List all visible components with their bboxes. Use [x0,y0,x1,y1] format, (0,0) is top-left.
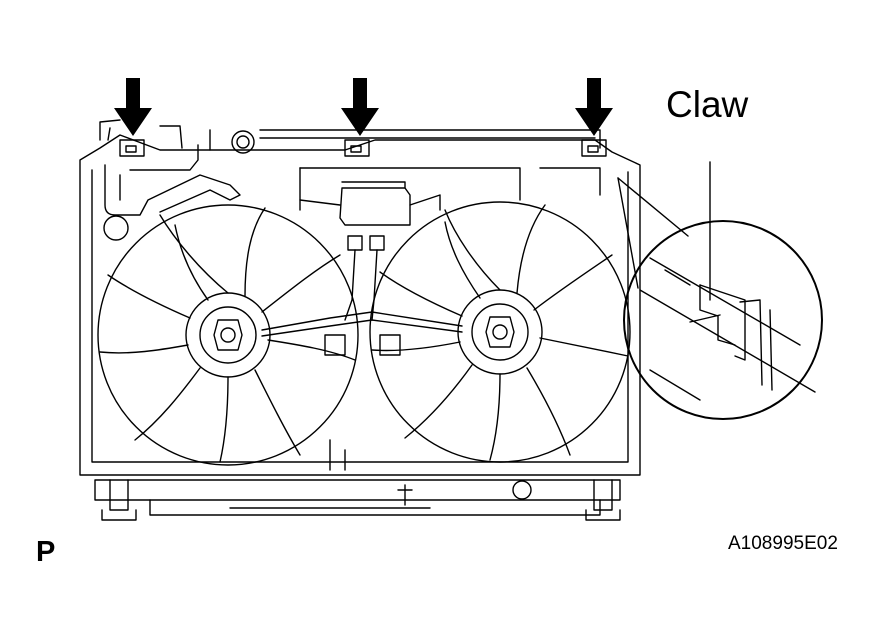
right-fan [369,201,631,463]
claw-label: Claw [666,84,749,125]
figure-id: A108995E02 [728,533,838,554]
arrow-down-icon [114,78,152,136]
view-letter: P [36,536,56,568]
radiator-frame [79,119,641,516]
arrow-down-icon [341,78,379,136]
lower-mounts [101,479,621,521]
top-claws [119,139,607,157]
left-fan [97,204,359,466]
reservoir-hose [103,130,255,241]
claw-detail-callout [617,177,823,420]
arrow-down-icon [575,78,613,136]
fan-controller [299,181,441,321]
motor-wiring [261,311,463,356]
